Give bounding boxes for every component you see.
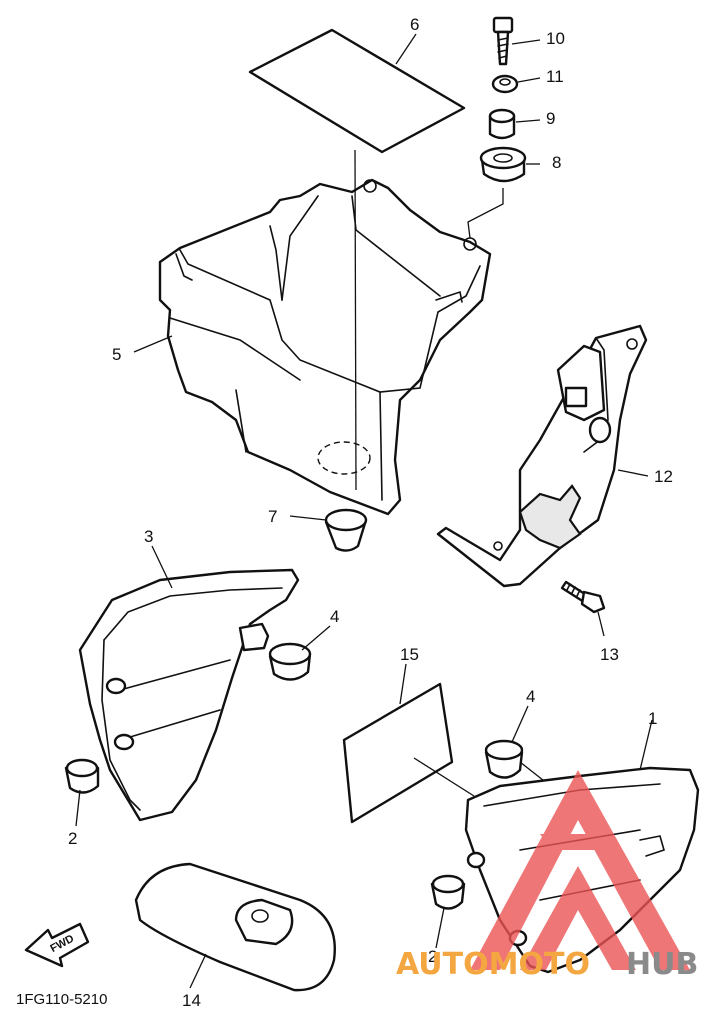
- part-10-bolt: [492, 16, 514, 66]
- label-1: 1: [648, 709, 657, 728]
- figure-code: 1FG110-5210: [16, 991, 107, 1008]
- part-4-grommet-lower: [484, 739, 524, 779]
- label-6: 6: [410, 15, 419, 34]
- leader-lines: [75, 33, 653, 989]
- watermark-triangle-icon: [470, 770, 690, 970]
- label-15: 15: [400, 645, 419, 664]
- part-5-battery-box: [158, 149, 492, 516]
- part-9-collar: [488, 108, 516, 140]
- label-4-lower: 4: [526, 687, 535, 706]
- part-13-screw: [560, 580, 606, 614]
- label-14: 14: [182, 991, 201, 1010]
- part-2-grommet-right: [430, 874, 466, 910]
- label-2-right: 2: [428, 947, 437, 966]
- watermark-text-hub: HUB: [626, 947, 698, 982]
- part-4-grommet-upper: [268, 642, 312, 681]
- part-12-bracket: [436, 324, 648, 588]
- watermark-inner-triangle-icon: [520, 866, 636, 970]
- part-3-left-side-cover: [78, 568, 300, 822]
- watermark-text-automoto: AUTOMOTO: [396, 947, 590, 982]
- label-5: 5: [112, 345, 121, 364]
- part-8-grommet: [479, 146, 527, 183]
- label-13: 13: [600, 645, 619, 664]
- part-7-drain-grommet: [324, 508, 368, 552]
- forward-direction-marker: FWD: [24, 922, 90, 968]
- part-11-nut: [491, 74, 519, 94]
- label-12: 12: [654, 467, 673, 486]
- leader-15-to-cover: [413, 757, 475, 797]
- part-15-sheet: [342, 682, 454, 824]
- watermark-logo: [470, 770, 690, 970]
- watermark-bar-icon: [540, 834, 610, 850]
- part-labels: 6 10 11 9 8 5 7 12 13 3 4 2 15 4 1 2 14: [68, 15, 673, 1010]
- label-8: 8: [552, 153, 561, 172]
- label-9: 9: [546, 109, 555, 128]
- label-4-upper: 4: [330, 607, 339, 626]
- label-7: 7: [268, 507, 277, 526]
- part-2-grommet-left: [64, 758, 100, 794]
- part-6-battery-pad: [248, 28, 466, 154]
- label-10: 10: [546, 29, 565, 48]
- leader-grommet-to-box: [467, 188, 504, 239]
- part-14-tool-pouch: [134, 862, 336, 992]
- label-3: 3: [144, 527, 153, 546]
- label-2-left: 2: [68, 829, 77, 848]
- label-11: 11: [546, 67, 564, 86]
- watermark-text: AUTOMOTO HUB: [396, 947, 698, 982]
